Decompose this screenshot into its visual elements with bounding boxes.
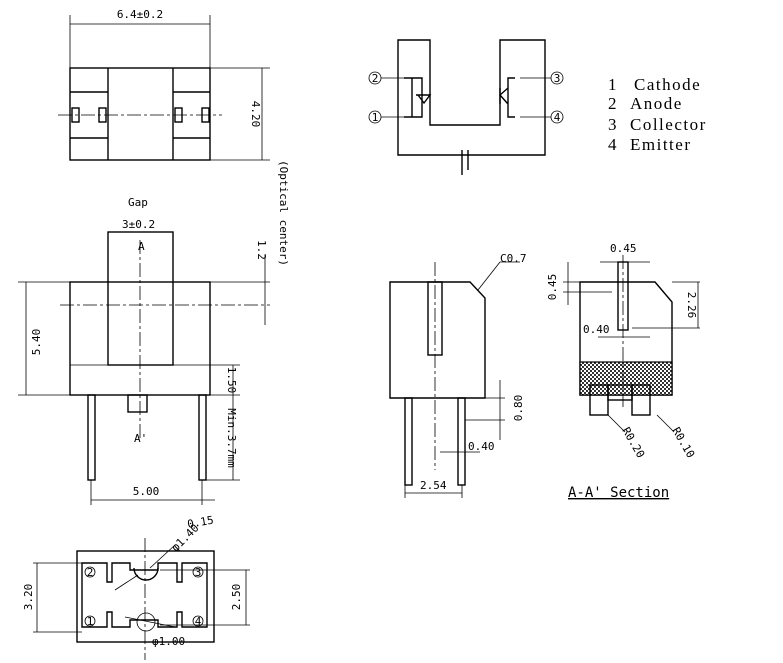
slit-height-dim: 2.26 [685, 292, 698, 319]
lead-length-dim: Min.3.7mm [225, 408, 238, 468]
bottom-pin-2: 2 [87, 566, 94, 579]
base-dim: 1.50 [225, 367, 238, 394]
legend-num: 1 [608, 75, 618, 94]
slit-top-dim: 0.45 [546, 274, 559, 301]
lead-pitch-dim: 5.00 [133, 485, 160, 498]
bottom-width-dim: 3.20 [22, 584, 35, 611]
side-view: C0.7 0.80 0.40 2.54 [389, 252, 527, 498]
legend-label: Collector [630, 115, 707, 134]
section-a: A [138, 240, 145, 253]
legend-label: Emitter [630, 135, 691, 154]
optical-offset-dim: 1.2 [255, 240, 268, 260]
pin-legend: 1 Cathode 2 Anode 3 Collector 4 Emitter [608, 75, 707, 154]
top-height-dim: 4.20 [249, 101, 262, 128]
hatched-region [579, 361, 673, 396]
legend-num: 4 [608, 135, 618, 154]
front-height-dim: 5.40 [30, 329, 43, 356]
side-lead-pitch-dim: 2.54 [420, 479, 447, 492]
slit-bottom-dim: 0.40 [583, 323, 610, 336]
chamfer-dim: C0.7 [500, 252, 527, 265]
pin-1-label: 1 [372, 111, 379, 124]
lead-thickness-dim: 0.40 [468, 440, 495, 453]
radius-2-dim: R0.10 [669, 425, 697, 460]
slit-width-dim: 0.45 [610, 242, 637, 255]
gap-label: Gap [128, 196, 148, 209]
legend-num: 2 [608, 94, 618, 113]
optical-center-label: (Optical center) [277, 160, 290, 266]
bottom-pitch-dim: 2.50 [230, 584, 243, 611]
legend-num: 3 [608, 115, 618, 134]
tolerance-dim: 0.15 [186, 514, 214, 531]
schematic: 2 1 3 4 [368, 39, 564, 175]
top-width-dim: 6.4±0.2 [117, 8, 163, 21]
radius-1-dim: R0.20 [619, 425, 647, 460]
pin-4-label: 4 [554, 111, 561, 124]
hole-top-icon [133, 567, 159, 581]
led-icon [404, 77, 432, 118]
section-a-prime: A' [134, 432, 147, 445]
hole-top-dia: φ1.40 [169, 522, 202, 555]
bottom-pin-3: 3 [195, 566, 202, 579]
hole-bottom-icon [136, 612, 156, 632]
legend-label: Cathode [634, 75, 701, 94]
gap-dim: 3±0.2 [122, 218, 155, 231]
section-title: A-A' Section [568, 485, 669, 501]
top-view: 6.4±0.2 4.20 (Optical center) [58, 8, 290, 266]
bottom-view: 2 1 3 4 0.15 φ1.40 φ1.00 3.20 2.50 [22, 514, 250, 660]
pin-2-label: 2 [372, 72, 379, 85]
bottom-pin-1: 1 [87, 615, 94, 628]
front-view: Gap 3±0.2 A A' 1.2 5.40 1.50 Min.3.7mm 5… [18, 196, 270, 505]
legend-label: Anode [630, 94, 683, 113]
lead-width-dim: 0.80 [512, 395, 525, 422]
hole-bottom-dia: φ1.00 [152, 635, 185, 648]
pin-3-label: 3 [554, 72, 561, 85]
phototransistor-icon [499, 77, 515, 118]
bottom-pin-4: 4 [195, 615, 202, 628]
section-view: 0.45 0.45 2.26 0.40 R0.20 R0.10 A-A' Sec… [546, 242, 700, 501]
